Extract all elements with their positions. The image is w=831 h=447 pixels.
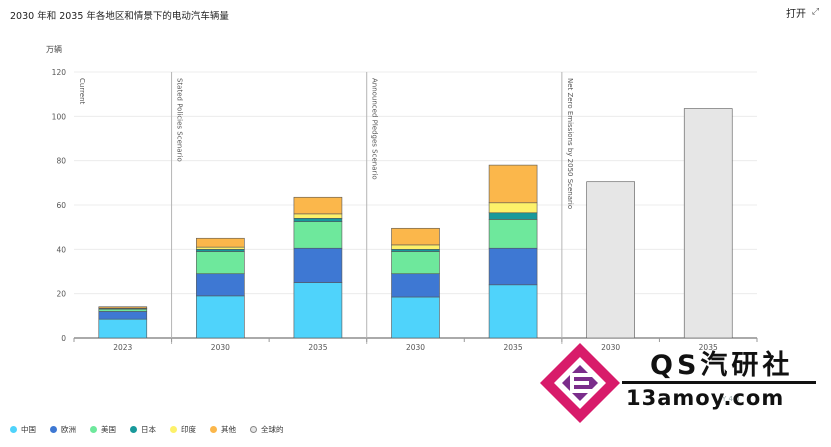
legend-item[interactable]: 中国 [10,424,36,435]
legend-dot-icon [250,426,257,433]
bar-segment [98,308,148,312]
bar-segment [293,213,343,219]
legend-label: 美国 [101,425,116,434]
bar-segment [196,237,245,248]
legend: 中国 欧洲 美国 日本 印度 其他 全球的 [10,424,284,435]
y-tick-label: 80 [56,157,66,166]
bar-segment [488,212,538,220]
bar-segment [98,318,148,339]
bar-segment [391,249,440,252]
bar-segment [98,311,148,320]
bar-segment [391,251,440,275]
open-button[interactable]: 打开 ⤢ [786,5,821,20]
legend-item[interactable]: 日本 [130,424,156,435]
bar-segment [683,108,733,339]
source-note: Y 4.0 [722,395,740,403]
scenario-label: Stated Policies Scenario [176,78,184,162]
legend-item[interactable]: 全球的 [250,424,284,435]
legend-item[interactable]: 欧洲 [50,424,76,435]
legend-dot-icon [170,426,177,433]
bar-segment [196,251,245,275]
watermark-text-top: QS汽研社 [650,350,794,381]
legend-label: 其他 [221,425,236,434]
legend-item[interactable]: 美国 [90,424,116,435]
y-tick-label: 40 [56,245,66,254]
x-tick-label: 2030 [211,343,230,352]
legend-dot-icon [90,426,97,433]
y-tick-label: 120 [52,68,67,77]
bar-segment [196,295,245,339]
legend-label: 中国 [21,425,36,434]
legend-dot-icon [10,426,17,433]
bar-segment [586,181,635,339]
y-tick-label: 0 [61,334,66,343]
x-tick-label: 2023 [113,343,132,352]
bar-segment [391,244,440,250]
legend-dot-icon [130,426,137,433]
bar-segment [293,196,343,215]
bar-segment [293,247,343,283]
bar-segment [391,227,440,246]
x-tick-label: 2035 [504,343,523,352]
watermark-text-bottom: 13amoy.com [626,386,785,410]
y-tick-label: 100 [52,112,67,121]
bar-segment [488,247,538,286]
x-tick-label: 2030 [406,343,425,352]
x-tick-label: 2035 [308,343,327,352]
bar-segment [391,273,440,298]
legend-label: 日本 [141,425,156,434]
bar-segment [196,249,245,252]
x-tick-label: 2035 [699,343,718,352]
y-tick-label: 20 [56,290,66,299]
legend-label: 全球的 [261,425,284,434]
bar-segment [293,221,343,249]
legend-label: 印度 [181,425,196,434]
legend-label: 欧洲 [61,425,76,434]
bar-segment [293,218,343,222]
legend-dot-icon [50,426,57,433]
bar-segment [98,306,148,309]
bar-segment [293,282,343,339]
scenario-label: Net Zero Emissions by 2050 Scenario [566,78,574,209]
legend-item[interactable]: 印度 [170,424,196,435]
bar-segment [488,284,538,339]
watermark-logo-icon [540,343,620,423]
chart-title: 2030 年和 2035 年各地区和情景下的电动汽车辆量 [10,11,229,22]
legend-item[interactable]: 其他 [210,424,236,435]
y-unit-label: 万辆 [46,44,62,54]
x-tick-label: 2030 [601,343,620,352]
scenario-label: Announced Pledges Scenario [371,78,379,180]
scenario-label: Current [78,78,86,105]
expand-icon: ⤢ [811,7,820,17]
bar-segment [196,246,245,250]
y-tick-label: 60 [56,201,66,210]
bar-segment [488,219,538,249]
bar-segment [488,202,538,214]
bar-segment [488,164,538,204]
bar-segment [196,273,245,297]
open-button-label: 打开 [786,9,806,20]
watermark-divider [622,381,816,384]
legend-dot-icon [210,426,217,433]
bar-segment [391,296,440,339]
